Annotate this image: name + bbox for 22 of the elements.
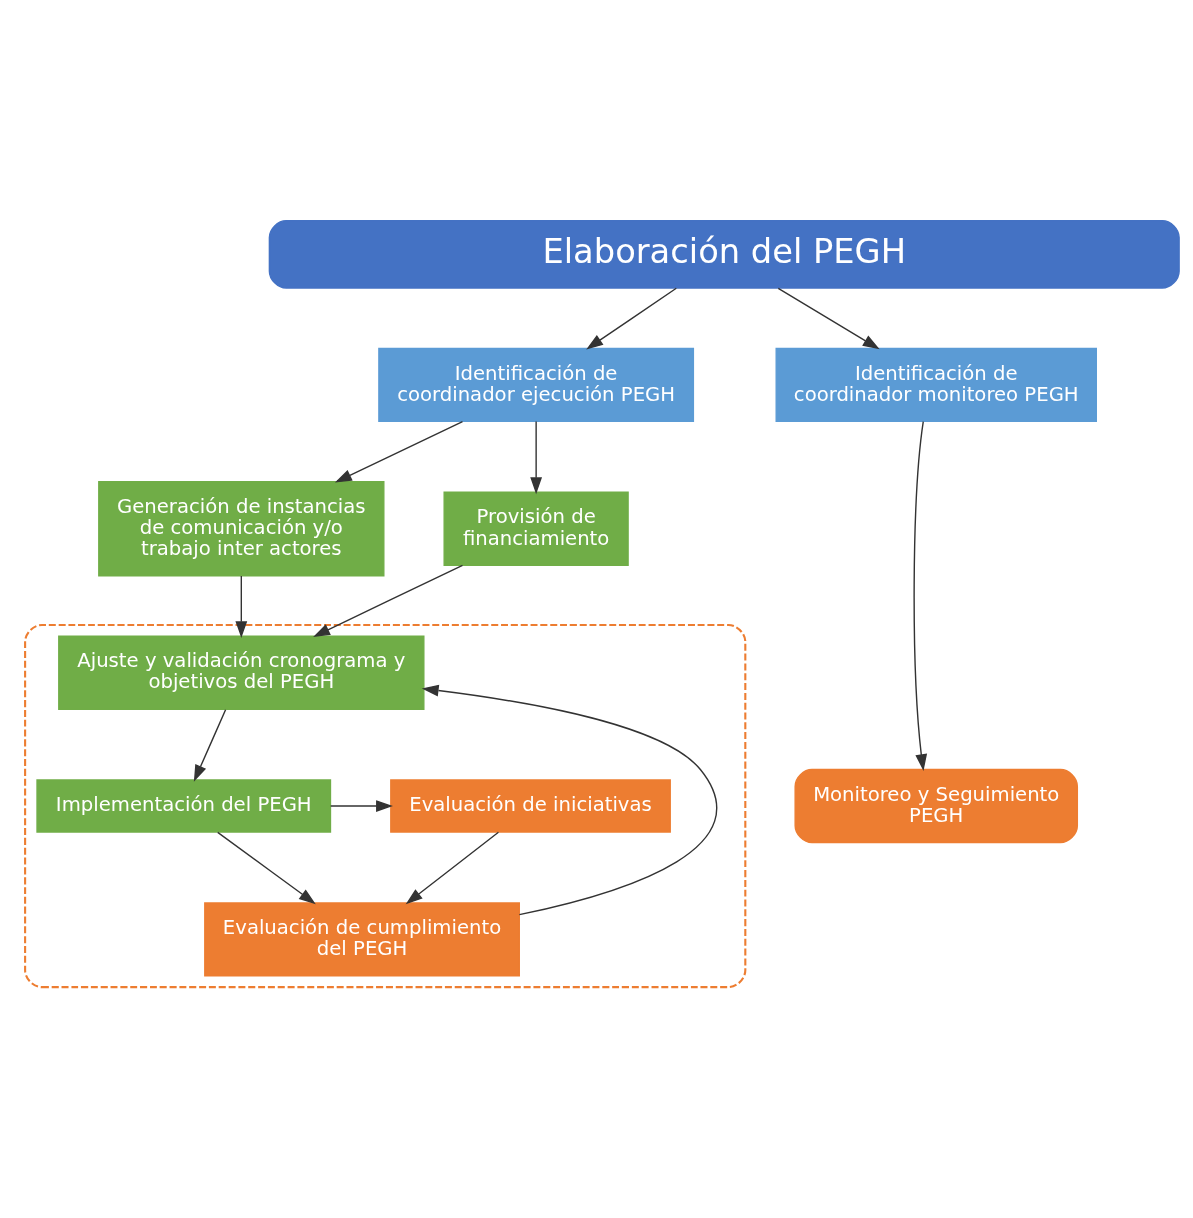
node-box: Generación de instancias de comunicación y/o trabajo inter actores	[98, 480, 385, 576]
arrow	[913, 420, 928, 771]
arrow	[405, 831, 500, 904]
arrow	[334, 420, 464, 483]
arrow	[235, 574, 248, 638]
arrow	[217, 831, 316, 904]
node-box: Identificación de coordinador ejecución PEGH	[378, 347, 695, 422]
arrow	[777, 287, 880, 349]
arrow	[586, 287, 677, 349]
node-box: Provisión de financiamiento	[443, 491, 629, 566]
node-box: Elaboración del PEGH	[268, 219, 1180, 289]
arrow	[313, 564, 464, 637]
arrow	[193, 708, 227, 782]
arrow	[330, 799, 393, 812]
node-box: Implementación del PEGH	[36, 778, 332, 833]
node-box: Identificación de coordinador monitoreo PEGH	[775, 347, 1097, 422]
arrow	[530, 420, 543, 494]
arrow	[421, 684, 718, 915]
node-box: Evaluación de cumplimiento del PEGH	[204, 901, 520, 977]
node-box: Monitoreo y Seguimiento PEGH	[794, 768, 1079, 843]
node-box: Evaluación de iniciativas	[390, 778, 671, 833]
node-box: Ajuste y validación cronograma y objetivos del PEGH	[58, 634, 425, 710]
